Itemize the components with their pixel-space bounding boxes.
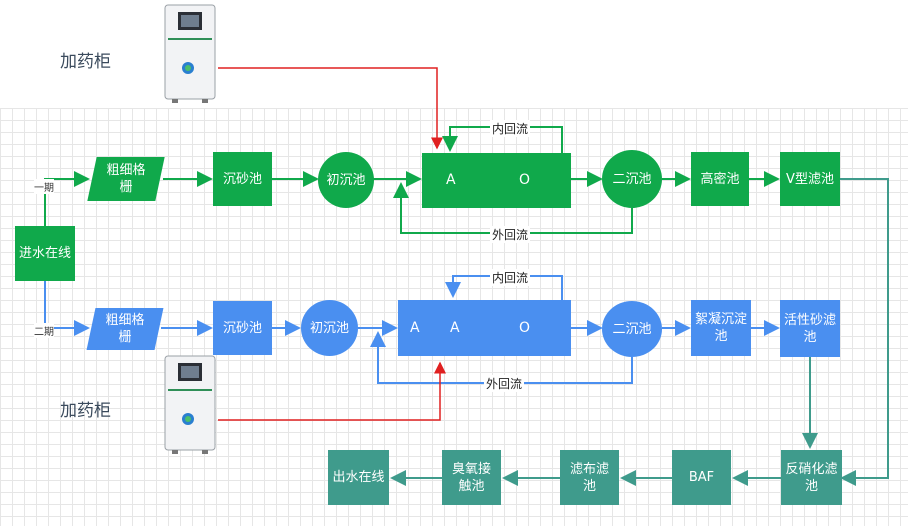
b-inner-reflux-label: 内回流 [490, 269, 531, 286]
dosing-cabinet-top-label: 加药柜 [60, 52, 111, 72]
dosing-cabinet-bottom-label: 加药柜 [60, 401, 111, 421]
b-aao-a1-label: A [410, 320, 420, 336]
phase1-label: 一期 [34, 179, 54, 194]
dosing-cabinet-bottom-icon [164, 355, 216, 454]
g-primary-circle: 初沉池 [318, 152, 374, 208]
b-aao-o-label: O [519, 320, 531, 336]
b-sandfilter-box: 活性砂滤池 [780, 300, 840, 357]
b-outer-reflux-label: 外回流 [484, 375, 525, 392]
vfilter-to-denitri-arrow [840, 178, 889, 486]
t-denitri-box: 反硝化滤池 [781, 450, 842, 505]
g-outer-reflux-label: 外回流 [490, 226, 531, 243]
dosing-top-line [218, 67, 443, 150]
b-aao-box [398, 300, 571, 356]
g-ao-box [422, 153, 571, 208]
b-screen-box: 粗细格栅 [86, 308, 164, 350]
b-flocc-box: 絮凝沉淀池 [691, 300, 751, 356]
b-aao-a2-label: A [450, 320, 460, 336]
g-grit-box: 沉砂池 [213, 152, 272, 206]
b-secondary-circle: 二沉池 [602, 301, 662, 357]
g-ao-a-label: A [446, 172, 456, 188]
g-screen-box: 粗细格栅 [87, 157, 165, 201]
phase2-label: 二期 [34, 323, 54, 338]
g-ao-o-label: O [519, 172, 531, 188]
inlet-monitor-box: 进水在线 [15, 226, 75, 281]
g-screen-text: 粗细格栅 [106, 163, 146, 195]
t-cloth-box: 滤布滤池 [560, 450, 619, 505]
g-vfilter-box: V型滤池 [780, 152, 840, 206]
b-primary-circle: 初沉池 [301, 300, 358, 356]
dosing-bottom-line [218, 361, 446, 421]
dosing-lines [218, 67, 446, 421]
dosing-cabinet-top-icon [164, 4, 216, 103]
g-secondary-circle: 二沉池 [602, 150, 662, 208]
inlet-to-b-screen-arrow [44, 281, 90, 336]
g-inner-reflux-label: 内回流 [490, 120, 531, 137]
g-highdensity-box: 高密池 [691, 152, 749, 206]
t-outlet-box: 出水在线 [328, 450, 389, 505]
t-ozone-box: 臭氧接触池 [442, 450, 501, 505]
b-screen-text: 粗细格栅 [105, 313, 145, 345]
t-baf-box: BAF [672, 450, 731, 505]
b-grit-box: 沉砂池 [213, 301, 272, 355]
